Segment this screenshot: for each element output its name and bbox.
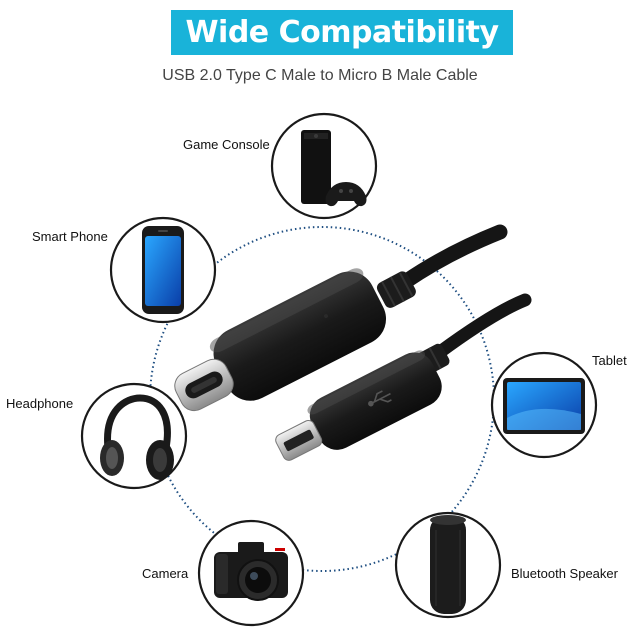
camera-icon — [214, 542, 288, 601]
tablet-icon — [503, 378, 585, 434]
label-tablet: Tablet — [592, 353, 627, 368]
device-headphone — [80, 382, 188, 490]
bluetooth-speaker-icon — [430, 515, 466, 614]
label-game-console: Game Console — [183, 137, 270, 152]
title-banner: Wide Compatibility — [171, 10, 513, 55]
headphone-icon — [100, 394, 174, 480]
usb-cable — [376, 224, 532, 376]
device-tablet — [490, 351, 598, 459]
smart-phone-icon — [142, 226, 184, 314]
device-smart-phone — [109, 216, 217, 324]
device-camera — [197, 519, 305, 627]
micro-b-plug — [275, 350, 442, 461]
device-game-console — [270, 112, 378, 220]
device-bluetooth-speaker — [394, 511, 502, 619]
subtitle: USB 2.0 Type C Male to Micro B Male Cabl… — [162, 67, 478, 84]
label-headphone: Headphone — [6, 396, 74, 411]
label-smart-phone: Smart Phone — [32, 229, 108, 244]
usb-c-plug — [174, 268, 387, 412]
game-console-icon — [301, 130, 367, 207]
label-camera: Camera — [142, 566, 189, 581]
label-bluetooth-speaker: Bluetooth Speaker — [511, 566, 618, 581]
